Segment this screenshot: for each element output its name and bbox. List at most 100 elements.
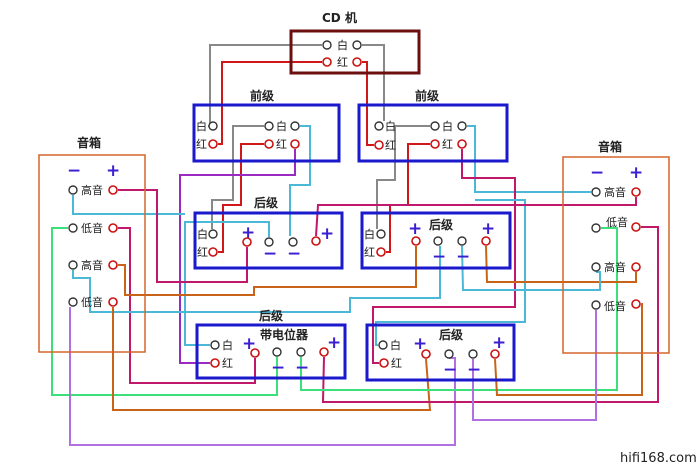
label: 红: [442, 138, 453, 151]
woofer1-minus[interactable]: [591, 223, 601, 233]
preamp-right-box: [357, 103, 509, 163]
amp-top-right: 后级 白 红 + − − +: [360, 211, 512, 270]
minus-terminal[interactable]: [444, 349, 454, 359]
wire-left-woofer2-minus: [69, 307, 456, 446]
woofer1-plus[interactable]: [631, 222, 641, 232]
woofer2-minus[interactable]: [591, 300, 601, 310]
plus-terminal[interactable]: [311, 236, 321, 246]
out-red-jack-2[interactable]: [457, 139, 467, 149]
label: 白: [276, 119, 287, 133]
amp-box: [365, 323, 516, 382]
plus-terminal[interactable]: [490, 349, 500, 359]
minus-sign: −: [295, 358, 309, 378]
out-red-jack-2[interactable]: [290, 139, 300, 149]
minus-sign: −: [67, 161, 81, 181]
label: 低音: [81, 221, 103, 235]
plus-sign: +: [481, 219, 495, 239]
amp-top-left: 后级 白 红 + − − +: [193, 195, 344, 270]
plus-sign: +: [320, 224, 334, 244]
plus-sign: +: [492, 333, 506, 353]
wire-right-tweeter1-plus: [315, 197, 637, 237]
white-jack[interactable]: [376, 229, 386, 239]
out-white-jack[interactable]: [430, 121, 440, 131]
amp-title: 后级: [439, 327, 463, 342]
label: 白: [196, 119, 207, 133]
woofer2-plus[interactable]: [108, 297, 118, 307]
label: 高音: [604, 260, 626, 274]
speaker-right: 音箱 − + 高音 低音 高音 低音: [562, 139, 670, 354]
wire-preR-red-amp4: [372, 149, 516, 364]
in-red-jack[interactable]: [208, 139, 218, 149]
plus-sign: +: [327, 333, 341, 353]
wire-preR-white-speaker: [467, 125, 591, 193]
plus-terminal[interactable]: [319, 347, 329, 357]
label: 低音: [606, 215, 628, 229]
red-jack[interactable]: [208, 247, 218, 257]
woofer2-plus[interactable]: [631, 299, 641, 309]
red-jack[interactable]: [210, 358, 220, 368]
plus-sign: +: [106, 161, 120, 181]
in-white-jack[interactable]: [374, 121, 384, 131]
preamp-left-box: [192, 103, 341, 163]
preamp-right: 前级 白 红 白 红: [357, 88, 509, 163]
red-jack[interactable]: [376, 247, 386, 257]
wire-right-woofer2-plus: [494, 303, 643, 396]
wire-left-tweeter1-minus: [72, 195, 185, 215]
plus-sign: +: [629, 163, 643, 183]
out-red-jack[interactable]: [430, 139, 440, 149]
tweeter1-plus[interactable]: [631, 187, 641, 197]
minus-sign: −: [432, 247, 446, 267]
wire-cd-red-left: [218, 61, 322, 145]
tweeter1-plus[interactable]: [108, 185, 118, 195]
tweeter2-plus[interactable]: [108, 260, 118, 270]
cd-white-left-jack[interactable]: [322, 40, 332, 50]
minus-terminal[interactable]: [468, 349, 478, 359]
minus-terminal[interactable]: [288, 237, 298, 247]
white-jack[interactable]: [210, 340, 220, 350]
in-red-jack[interactable]: [374, 140, 384, 150]
cd-red-right-jack[interactable]: [352, 57, 362, 67]
out-white-jack[interactable]: [264, 121, 274, 131]
plus-terminal[interactable]: [242, 237, 252, 247]
plus-terminal[interactable]: [481, 236, 491, 246]
plus-sign: +: [413, 334, 427, 354]
minus-terminal[interactable]: [272, 347, 282, 357]
plus-terminal[interactable]: [411, 236, 421, 246]
label: 高音: [81, 258, 103, 272]
label: 红: [391, 357, 402, 370]
minus-sign: −: [590, 163, 604, 183]
label: 低音: [81, 295, 103, 309]
tweeter2-plus[interactable]: [631, 262, 641, 272]
plus-terminal[interactable]: [250, 348, 260, 358]
tweeter1-minus[interactable]: [68, 185, 78, 195]
minus-terminal[interactable]: [264, 237, 274, 247]
in-white-jack[interactable]: [208, 121, 218, 131]
cd-red-left-jack[interactable]: [322, 57, 332, 67]
white-jack[interactable]: [208, 229, 218, 239]
cd-player: CD 机 白 红: [289, 10, 421, 75]
plus-terminal[interactable]: [421, 349, 431, 359]
minus-terminal[interactable]: [457, 236, 467, 246]
wire-amp3-white: [184, 221, 270, 346]
tweeter1-minus[interactable]: [591, 187, 601, 197]
tweeter2-minus[interactable]: [591, 262, 601, 272]
red-jack[interactable]: [379, 358, 389, 368]
out-white-jack-2[interactable]: [457, 121, 467, 131]
minus-terminal[interactable]: [433, 236, 443, 246]
out-white-jack-2[interactable]: [290, 121, 300, 131]
woofer1-minus[interactable]: [68, 223, 78, 233]
woofer1-plus[interactable]: [108, 223, 118, 233]
watermark: hifi168.com: [620, 451, 697, 466]
label: 白: [390, 338, 401, 352]
out-red-jack[interactable]: [264, 139, 274, 149]
minus-terminal[interactable]: [296, 347, 306, 357]
white-jack[interactable]: [378, 340, 388, 350]
wire-left-tweeter2-minus: [72, 246, 441, 313]
label: 红: [222, 357, 233, 370]
cd-white-right-jack[interactable]: [352, 40, 362, 50]
minus-sign: −: [263, 244, 277, 264]
label: 白: [197, 227, 208, 241]
wire-right-tweeter2-plus: [485, 245, 637, 283]
tweeter2-minus[interactable]: [68, 260, 78, 270]
woofer2-minus[interactable]: [68, 297, 78, 307]
